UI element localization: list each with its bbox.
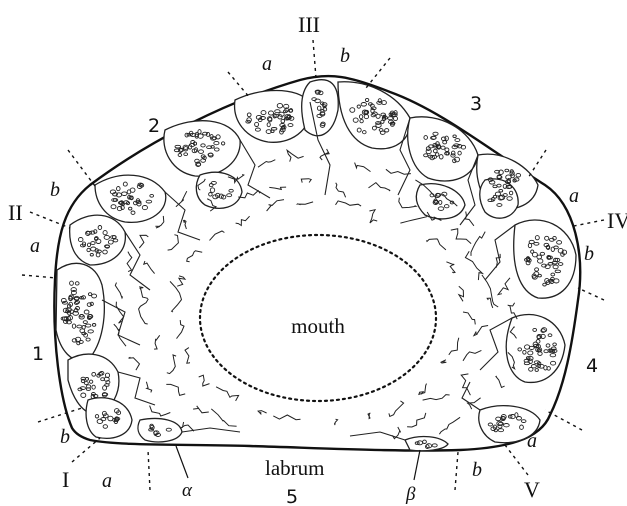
letter-b-top: b — [340, 45, 350, 67]
letter-b-left-lower: b — [60, 426, 70, 448]
area-number-2: 2 — [148, 115, 160, 137]
roman-label-ii: II — [8, 200, 23, 225]
labrum-label: labrum — [265, 456, 324, 480]
letter-a-left-lower: a — [102, 470, 112, 492]
beta-label: β — [405, 484, 416, 505]
area-number-5: 5 — [286, 486, 298, 506]
letter-a-right-upper: a — [569, 185, 579, 207]
letter-b-right-upper: b — [584, 243, 594, 265]
area-number-1: 1 — [32, 343, 44, 365]
beta-pointer — [414, 450, 420, 480]
alpha-pointer — [176, 446, 188, 478]
letter-a-top: a — [262, 53, 272, 75]
area-number-4: 4 — [586, 355, 598, 377]
area-number-3: 3 — [470, 93, 482, 115]
roman-label-v: V — [524, 477, 540, 502]
roman-label-i: I — [62, 467, 69, 492]
roman-label-iv: IV — [607, 208, 627, 233]
letter-a-left-upper: a — [30, 235, 40, 257]
letter-b-right-lower: b — [472, 459, 482, 481]
roman-label-iii: III — [298, 12, 320, 37]
letter-b-left-upper: b — [50, 179, 60, 201]
alpha-label: α — [182, 480, 193, 501]
mouth-label: mouth — [291, 314, 345, 338]
letter-a-right-lower: a — [527, 430, 537, 452]
